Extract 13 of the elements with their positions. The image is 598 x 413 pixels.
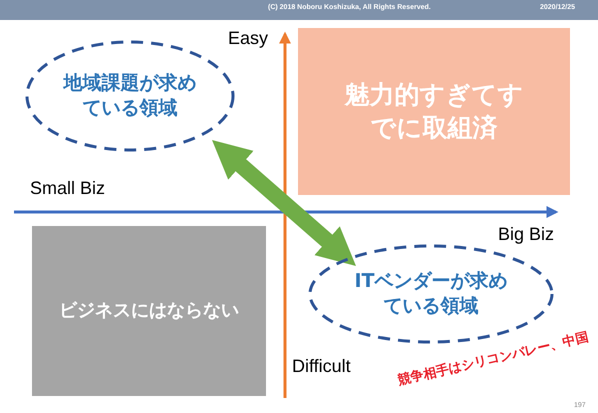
quadrant-panel [32,226,266,396]
region-label: 地域課題が求めている領域 [62,71,198,121]
region-label: ビジネスにはならない [59,299,239,323]
region-label: 魅力的すぎてすでに取組済 [343,79,524,144]
dashed-ellipse [308,244,554,344]
quadrant-panel [298,28,570,195]
double-arrow [212,140,356,266]
axis-label: Difficult [292,356,351,377]
axis-label: Small Biz [30,178,106,199]
note-text: 競争相手はシリコンバレー、中国 [396,329,590,390]
axis-label: Easy [228,28,268,49]
region-label: ITベンダーが求めている領域 [353,269,509,319]
axis-label: Big Biz [498,224,554,245]
